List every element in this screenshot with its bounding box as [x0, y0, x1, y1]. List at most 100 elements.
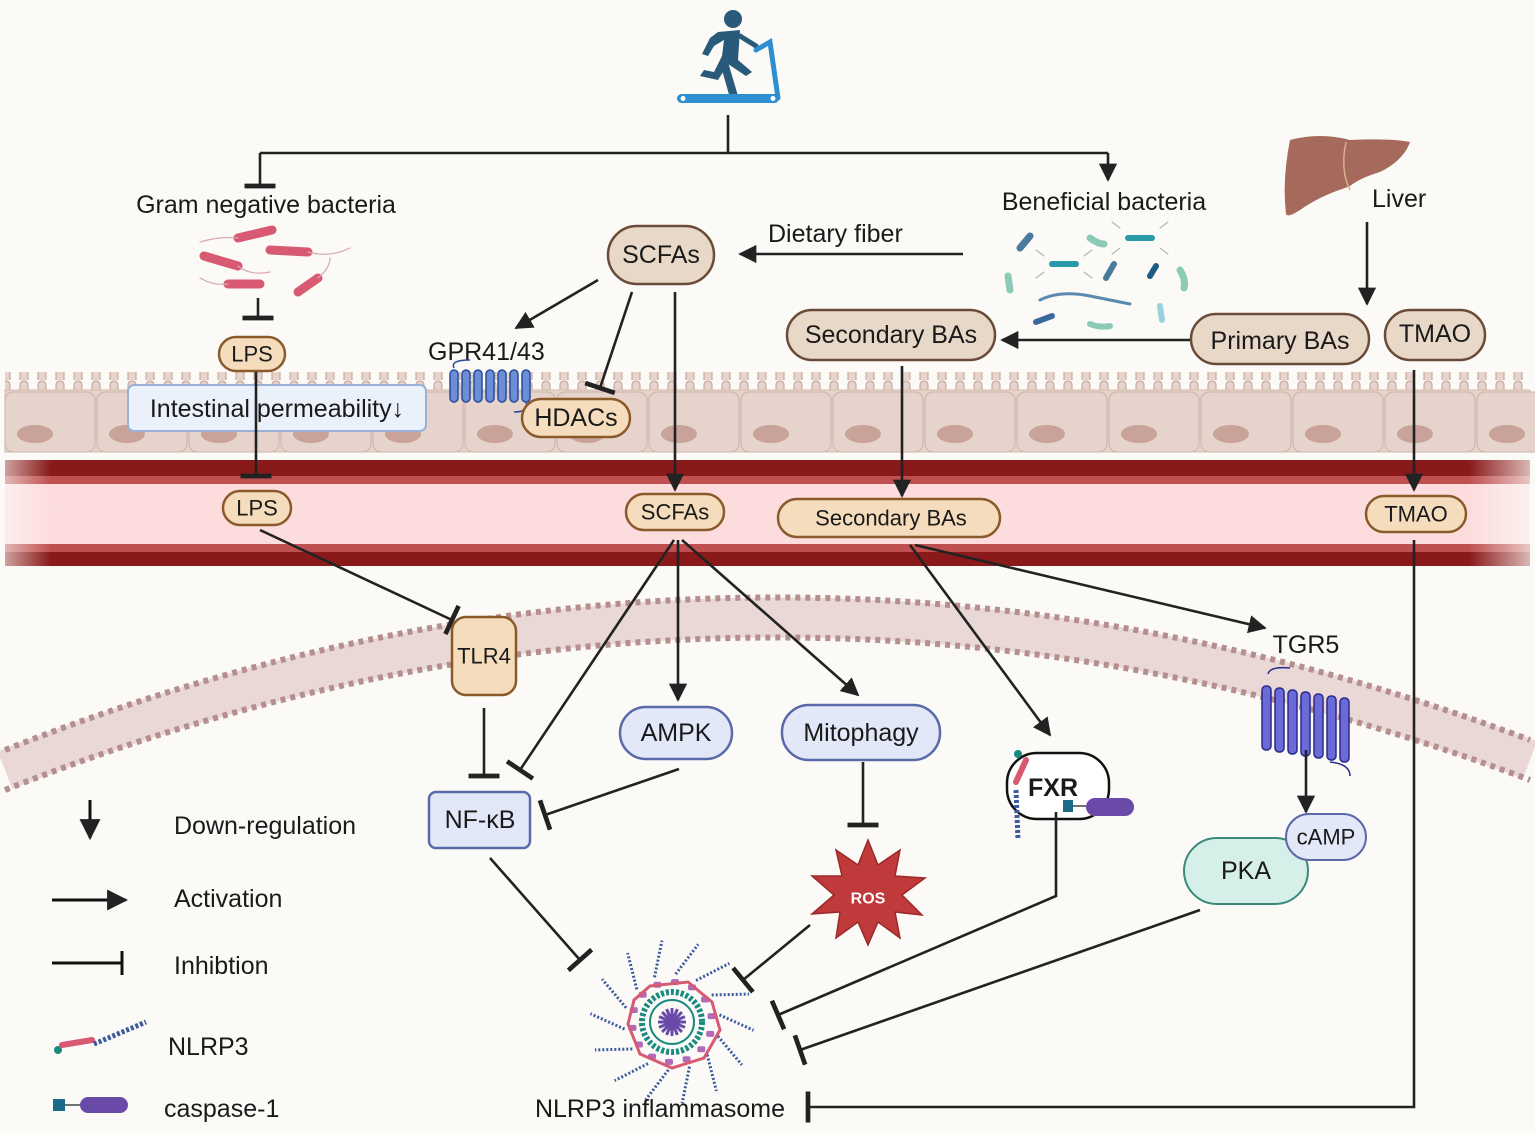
- asc-domain: [682, 1056, 691, 1063]
- asc-domain: [697, 1046, 706, 1053]
- treadmill-running-icon: [677, 10, 781, 103]
- intestinal-permeability-box: Intestinal permeability↓: [127, 384, 427, 432]
- svg-text:ROS: ROS: [851, 891, 886, 908]
- fxr-node[interactable]: FXR: [1005, 750, 1134, 841]
- svg-text:Intestinal permeability↓: Intestinal permeability↓: [150, 395, 404, 423]
- caspase-core-ray: [658, 1015, 686, 1029]
- scfas-to-mitophagy-arrow: [681, 539, 860, 697]
- nlrp3-inflammasome-icon: [589, 940, 755, 1104]
- svg-text:PKA: PKA: [1221, 857, 1271, 885]
- gpr41-43-label: GPR41/43: [428, 338, 545, 366]
- svg-text:SCFAs: SCFAs: [641, 500, 709, 525]
- asc-domain: [707, 1013, 716, 1020]
- epithelial-cell: [4, 391, 96, 453]
- cell-nucleus: [477, 425, 513, 443]
- epithelial-cell: [1292, 391, 1384, 453]
- cell-nucleus: [1489, 425, 1525, 443]
- fxr-to-inflammasome-inhibition: [769, 812, 1058, 1031]
- nlrp3-spoke: [653, 940, 664, 978]
- nlrp3-icon: [54, 1019, 147, 1054]
- svg-text:Down-regulation: Down-regulation: [174, 812, 356, 840]
- svg-text:SCFAs: SCFAs: [622, 241, 700, 269]
- hdacs-node[interactable]: HDACs: [520, 397, 632, 439]
- legend-item-activation: Activation: [52, 885, 282, 913]
- epithelial-cell: [1384, 391, 1476, 453]
- cell-nucleus: [17, 425, 53, 443]
- gpr41-43-receptor-icon: [449, 359, 531, 413]
- epithelial-cell: [1108, 391, 1200, 453]
- liver-icon: [1284, 136, 1410, 216]
- caspase-1-icon: [53, 1097, 128, 1113]
- tlr4-node[interactable]: TLR4: [450, 615, 518, 697]
- nlrp3-spoke: [600, 978, 628, 1009]
- nlrp3-spoke: [716, 1035, 744, 1066]
- legend: Down-regulation Activation Inhibtion NLR…: [52, 800, 356, 1123]
- svg-text:HDACs: HDACs: [534, 404, 617, 432]
- svg-text:Mitophagy: Mitophagy: [803, 719, 919, 747]
- secondary-bas-lumen-node[interactable]: Secondary BAs: [785, 308, 997, 362]
- svg-text:AMPK: AMPK: [641, 719, 712, 747]
- nlrp3-spoke: [711, 992, 750, 997]
- nfkb-to-inflammasome-inhibition: [489, 857, 594, 973]
- svg-text:Inhibtion: Inhibtion: [174, 952, 269, 980]
- gram-negative-bacteria-icon: [199, 225, 351, 297]
- cell-nucleus: [661, 425, 697, 443]
- svg-text:TMAO: TMAO: [1399, 320, 1471, 348]
- svg-text:Primary BAs: Primary BAs: [1211, 327, 1350, 355]
- mitophagy-node[interactable]: Mitophagy: [780, 703, 942, 762]
- epithelial-cell: [924, 391, 1016, 453]
- lps-lumen-node[interactable]: LPS: [217, 335, 287, 373]
- scfas-to-nfkb-inhibition: [505, 539, 676, 781]
- cell-nucleus: [1213, 425, 1249, 443]
- svg-text:Secondary BAs: Secondary BAs: [805, 321, 977, 349]
- nlrp3-spoke: [613, 1062, 649, 1082]
- asc-domain: [706, 1030, 715, 1037]
- svg-text:LPS: LPS: [236, 496, 278, 521]
- nlrp3-spoke: [589, 1012, 626, 1031]
- epithelial-cell: [740, 391, 832, 453]
- scfas-lumen-node[interactable]: SCFAs: [606, 224, 716, 286]
- epithelial-cell: [1476, 391, 1535, 453]
- svg-text:Secondary BAs: Secondary BAs: [815, 506, 967, 531]
- lps-blood-node[interactable]: LPS: [221, 489, 293, 527]
- pka-node[interactable]: PKA: [1183, 837, 1309, 905]
- camp-node[interactable]: cAMP: [1285, 813, 1367, 861]
- scfas-to-hdacs-inhibition: [584, 291, 634, 396]
- ros-node[interactable]: ROS: [809, 837, 928, 947]
- dietary-fiber-label: Dietary fiber: [768, 220, 903, 248]
- legend-item-inhibition: Inhibtion: [52, 951, 269, 980]
- gram-negative-bacteria-label: Gram negative bacteria: [136, 191, 396, 219]
- asc-domain: [664, 1058, 673, 1065]
- cell-membrane: [0, 594, 1535, 793]
- secondary-bas-blood-node[interactable]: Secondary BAs: [776, 497, 1002, 539]
- nlrp3-spoke: [695, 962, 731, 982]
- svg-text:NF-κB: NF-κB: [445, 806, 516, 834]
- beneficial-bacteria-label: Beneficial bacteria: [1002, 188, 1206, 216]
- scfas-blood-node[interactable]: SCFAs: [624, 492, 726, 532]
- secondary-bas-to-fxr-arrow: [908, 544, 1052, 737]
- exercise-branch-lines: [244, 115, 1118, 189]
- nlrp3-spoke: [705, 1054, 718, 1092]
- tmao-to-inflammasome-inhibition: [805, 540, 1416, 1123]
- secondary-bas-to-tgr5-arrow: [914, 543, 1267, 634]
- legend-item-down-regulation: Down-regulation: [79, 800, 356, 841]
- svg-text:TLR4: TLR4: [457, 644, 511, 669]
- nfkb-node[interactable]: NF-κB: [427, 790, 532, 850]
- cell-nucleus: [1305, 425, 1341, 443]
- legend-item-nlrp3: NLRP3: [54, 1019, 249, 1061]
- tmao-blood-node[interactable]: TMAO: [1364, 494, 1468, 534]
- svg-text:LPS: LPS: [231, 342, 273, 367]
- svg-text:FXR: FXR: [1028, 774, 1078, 802]
- pka-to-inflammasome-inhibition: [792, 908, 1201, 1066]
- primary-bas-node[interactable]: Primary BAs: [1189, 312, 1371, 366]
- svg-text:cAMP: cAMP: [1297, 825, 1356, 850]
- nlrp3-spoke: [718, 1013, 755, 1032]
- ampk-to-nfkb-inhibition: [537, 767, 680, 831]
- cell-nucleus: [1029, 425, 1065, 443]
- nlrp3-inflammasome-label: NLRP3 inflammasome: [535, 1095, 785, 1123]
- lps-to-tlr4-line: [259, 528, 461, 636]
- ampk-node[interactable]: AMPK: [618, 705, 734, 761]
- tmao-lumen-node[interactable]: TMAO: [1383, 308, 1487, 362]
- epithelial-cell: [1016, 391, 1108, 453]
